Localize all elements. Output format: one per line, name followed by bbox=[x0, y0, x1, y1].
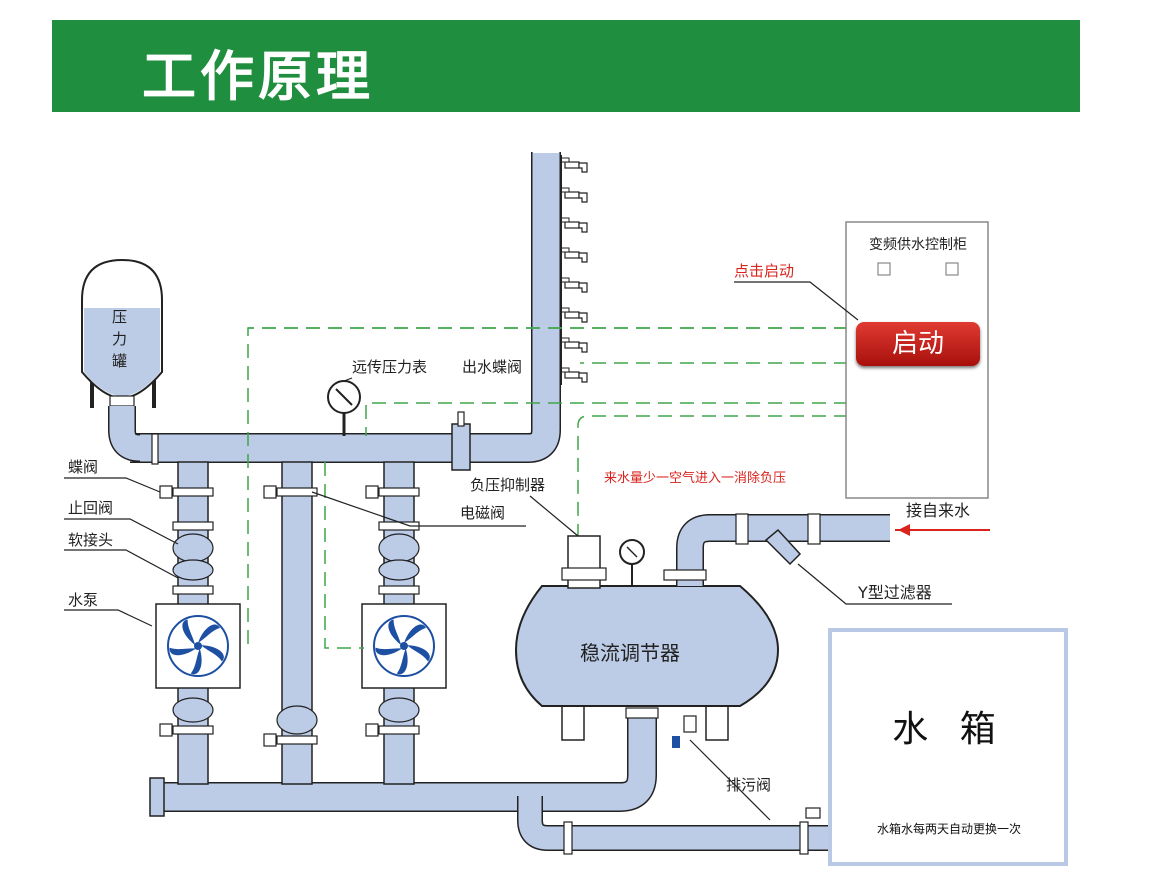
label-butterfly-valve: 蝶阀 bbox=[68, 458, 98, 476]
label-click-start: 点击启动 bbox=[734, 262, 794, 280]
pump-1 bbox=[155, 603, 241, 689]
stabilizer-tank bbox=[514, 535, 780, 748]
label-y-filter: Y型过滤器 bbox=[857, 583, 932, 602]
label-check-valve: 止回阀 bbox=[68, 499, 113, 517]
label-inlet: 接自来水 bbox=[906, 501, 970, 520]
label-pressure-tank-2: 力 bbox=[112, 330, 127, 348]
start-button[interactable]: 启动 bbox=[856, 322, 980, 366]
label-drain-valve: 排污阀 bbox=[726, 776, 771, 794]
label-pump: 水泵 bbox=[68, 591, 98, 609]
remote-pressure-gauge bbox=[327, 380, 361, 436]
page-title: 工作原理 bbox=[142, 45, 374, 108]
inlet-pipe bbox=[663, 513, 990, 586]
pressure-tank bbox=[81, 258, 163, 462]
label-remote-gauge: 远传压力表 bbox=[352, 358, 427, 376]
label-air-note: 来水量少一空气进入一消除负压 bbox=[604, 470, 786, 486]
water-tank bbox=[828, 628, 1068, 866]
control-lines bbox=[247, 327, 848, 649]
label-pressure-tank-1: 压 bbox=[112, 308, 127, 326]
outlet-butterfly-valve bbox=[451, 411, 471, 471]
faucet-row bbox=[560, 155, 588, 385]
label-solenoid-valve: 电磁阀 bbox=[460, 504, 505, 522]
label-stabilizer: 稳流调节器 bbox=[580, 641, 680, 665]
water-tank-note: 水箱水每两天自动更换一次 bbox=[876, 822, 1021, 836]
riser-pipe bbox=[130, 151, 561, 463]
bottom-manifold bbox=[149, 712, 657, 817]
label-negative-pressure: 负压抑制器 bbox=[470, 476, 545, 494]
label-outlet-valve: 出水蝶阀 bbox=[462, 358, 522, 376]
label-pressure-tank-3: 罐 bbox=[112, 352, 127, 370]
header-banner: 工作原理 bbox=[52, 20, 1080, 112]
leader-lines bbox=[64, 281, 952, 821]
label-soft-joint: 软接头 bbox=[68, 531, 113, 549]
pump-2 bbox=[361, 603, 447, 689]
tank-pipe bbox=[517, 796, 830, 855]
water-tank-title: 水 箱 bbox=[892, 709, 1006, 750]
cabinet-title: 变频供水控制柜 bbox=[869, 237, 967, 253]
vertical-pipes bbox=[151, 433, 420, 785]
